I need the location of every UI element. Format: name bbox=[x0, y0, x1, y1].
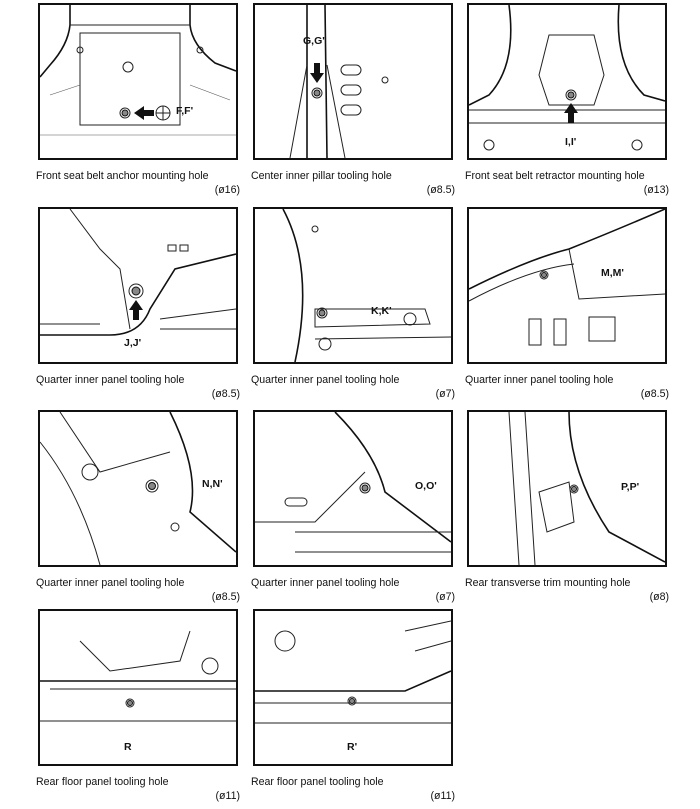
point-label: J,J' bbox=[124, 337, 142, 349]
rear-trim-drawing bbox=[508, 412, 665, 565]
point-label: G,G' bbox=[303, 35, 325, 47]
diagram-frame bbox=[253, 609, 453, 766]
quarter-panel-drawing-k bbox=[282, 209, 451, 362]
caption: Rear floor panel tooling hole bbox=[251, 776, 384, 788]
quarter-panel-drawing-m bbox=[469, 209, 665, 346]
diagram-frame bbox=[253, 207, 453, 364]
point-label: O,O' bbox=[415, 480, 437, 492]
retractor-area-drawing bbox=[469, 5, 665, 151]
anchor-area-drawing bbox=[40, 5, 236, 136]
caption: Rear floor panel tooling hole bbox=[36, 776, 169, 788]
caption: Quarter inner panel tooling hole bbox=[36, 374, 185, 386]
diameter: (ø8.5) bbox=[426, 184, 455, 196]
caption: Front seat belt retractor mounting hole bbox=[465, 170, 645, 182]
diameter: (ø8.5) bbox=[640, 388, 669, 400]
diameter: (ø11) bbox=[430, 790, 455, 802]
point-label: K,K' bbox=[371, 305, 392, 317]
diagram-frame bbox=[253, 3, 453, 160]
point-label: M,M' bbox=[601, 267, 624, 279]
diameter: (ø13) bbox=[643, 184, 669, 196]
diameter: (ø8.5) bbox=[211, 591, 240, 603]
diameter: (ø8) bbox=[649, 591, 669, 603]
quarter-panel-drawing-o bbox=[255, 412, 451, 553]
diagram-frame bbox=[38, 3, 238, 160]
point-label: P,P' bbox=[621, 481, 640, 493]
diameter: (ø7) bbox=[435, 591, 455, 603]
diagram-frame bbox=[38, 410, 238, 567]
quarter-panel-drawing-j bbox=[40, 209, 236, 336]
diagram-frame bbox=[467, 3, 667, 160]
diagram-frame bbox=[467, 410, 667, 567]
diagram-frame bbox=[38, 609, 238, 766]
caption: Quarter inner panel tooling hole bbox=[251, 577, 400, 589]
caption: Rear transverse trim mounting hole bbox=[465, 577, 631, 589]
diameter: (ø11) bbox=[215, 790, 240, 802]
diagram-frame bbox=[38, 207, 238, 364]
diagram-frame bbox=[467, 207, 667, 364]
center-pillar-drawing bbox=[289, 5, 389, 158]
diagram-frame bbox=[253, 410, 453, 567]
caption: Quarter inner panel tooling hole bbox=[36, 577, 185, 589]
caption: Quarter inner panel tooling hole bbox=[251, 374, 400, 386]
caption: Center inner pillar tooling hole bbox=[251, 170, 392, 182]
caption: Front seat belt anchor mounting hole bbox=[36, 170, 209, 182]
quarter-panel-drawing-n bbox=[40, 412, 236, 565]
diameter: (ø8.5) bbox=[211, 388, 240, 400]
point-label: R' bbox=[347, 741, 358, 753]
rear-floor-drawing-r-prime bbox=[255, 620, 451, 724]
point-label: F,F' bbox=[176, 105, 194, 117]
point-label: N,N' bbox=[202, 478, 223, 490]
caption: Quarter inner panel tooling hole bbox=[465, 374, 614, 386]
diameter: (ø7) bbox=[435, 388, 455, 400]
diameter: (ø16) bbox=[214, 184, 240, 196]
point-label: R bbox=[124, 741, 132, 753]
rear-floor-drawing-r bbox=[40, 630, 236, 722]
point-label: I,I' bbox=[565, 136, 577, 148]
